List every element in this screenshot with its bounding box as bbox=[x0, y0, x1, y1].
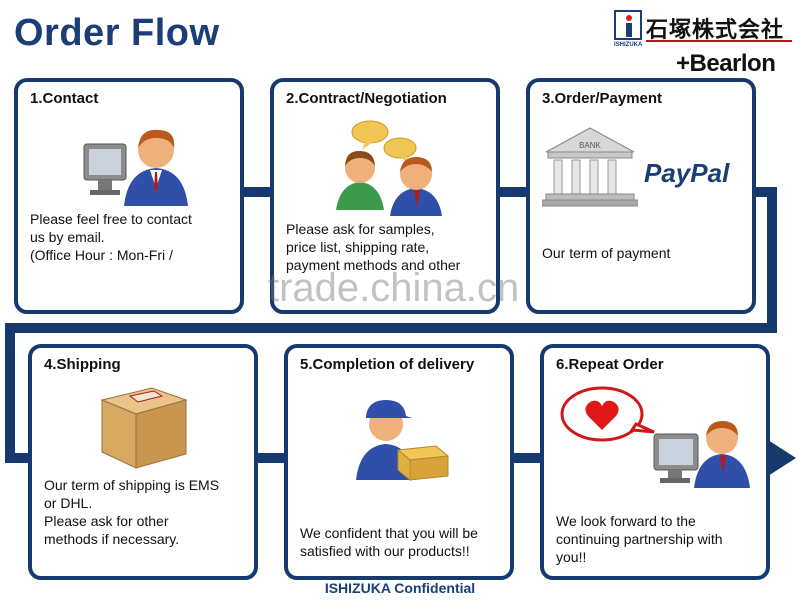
step-card-repeat-order: 6.Repeat Order We look forward to the co… bbox=[540, 344, 770, 580]
heart-computer-icon bbox=[560, 386, 750, 488]
company-name-jp: 石塚株式会社 bbox=[646, 18, 785, 43]
people-talking-icon bbox=[336, 120, 442, 216]
step-card-shipping: 4.Shipping Our term of shipping is EMS o… bbox=[28, 344, 258, 580]
delivery-man-icon bbox=[356, 400, 450, 482]
step-text-line: Our term of payment bbox=[542, 245, 671, 261]
paypal-logo: PayPal bbox=[644, 158, 729, 189]
step-card-negotiation: 2.Contract/Negotiation Please ask for sa… bbox=[270, 78, 500, 314]
step-description: We look forward to the continuing partne… bbox=[556, 512, 723, 566]
bank-icon: BANK bbox=[542, 127, 638, 207]
brand-arrow-icon: + bbox=[676, 50, 690, 77]
step-description: Our term of shipping is EMS or DHL. Plea… bbox=[44, 476, 219, 548]
brand-logo: +Bearlon bbox=[676, 50, 776, 78]
step-text-line: We look forward to the bbox=[556, 513, 696, 529]
step-card-contact: 1.Contact Please feel free to contact us… bbox=[14, 78, 244, 314]
company-logo: 石塚株式会社 ISHIZUKA bbox=[614, 10, 794, 48]
step-text-line: price list, shipping rate, bbox=[286, 239, 430, 255]
bank-label: BANK bbox=[579, 141, 601, 150]
step-description: Please ask for samples, price list, ship… bbox=[286, 220, 460, 274]
step-card-payment: 3.Order/Payment BANK PayPal Our term of … bbox=[526, 78, 756, 314]
step-text-line: We confident that you will be bbox=[300, 525, 478, 541]
step-text-line: satisfied with our products!! bbox=[300, 543, 470, 559]
step-text-line: you!! bbox=[556, 549, 587, 565]
brand-name: Bearlon bbox=[689, 50, 776, 77]
step-description: Please feel free to contact us by email.… bbox=[30, 210, 192, 264]
step-title: 4.Shipping bbox=[44, 356, 121, 373]
step-text-line: Please feel free to contact bbox=[30, 211, 192, 227]
step-text-line: or DHL. bbox=[44, 495, 93, 511]
ishizuka-mark-icon bbox=[614, 10, 642, 40]
watermark: trade.china.cn bbox=[268, 266, 520, 310]
step-text-line: Please ask for samples, bbox=[286, 221, 435, 237]
step-title: 1.Contact bbox=[30, 90, 99, 107]
step-text-line: (Office Hour : Mon-Fri / bbox=[30, 247, 173, 263]
paypal-text: PayPal bbox=[644, 158, 730, 188]
person-computer-icon bbox=[83, 129, 188, 206]
step-title: 2.Contract/Negotiation bbox=[286, 90, 447, 107]
step-description: We confident that you will be satisfied … bbox=[300, 524, 478, 560]
step-card-completion: 5.Completion of delivery We confident th… bbox=[284, 344, 514, 580]
step-title: 3.Order/Payment bbox=[542, 90, 663, 107]
step-title: 5.Completion of delivery bbox=[300, 356, 475, 373]
step-title: 6.Repeat Order bbox=[556, 356, 664, 373]
footer-confidential: ISHIZUKA Confidential bbox=[324, 580, 476, 596]
step-description: Our term of payment bbox=[542, 244, 670, 262]
company-name-en: ISHIZUKA bbox=[614, 42, 643, 48]
step-text-line: continuing partnership with bbox=[556, 531, 723, 547]
heart-icon bbox=[585, 400, 619, 430]
step-text-line: us by email. bbox=[30, 229, 105, 245]
step-text-line: Please ask for other bbox=[44, 513, 169, 529]
page-title: Order Flow bbox=[14, 12, 220, 54]
package-box-icon bbox=[100, 387, 188, 469]
step-text-line: Our term of shipping is EMS bbox=[44, 477, 220, 493]
step-text-line: methods if necessary. bbox=[44, 531, 180, 547]
step-text-line: payment methods and other bbox=[286, 257, 461, 273]
flow-arrowhead-icon bbox=[768, 440, 796, 476]
